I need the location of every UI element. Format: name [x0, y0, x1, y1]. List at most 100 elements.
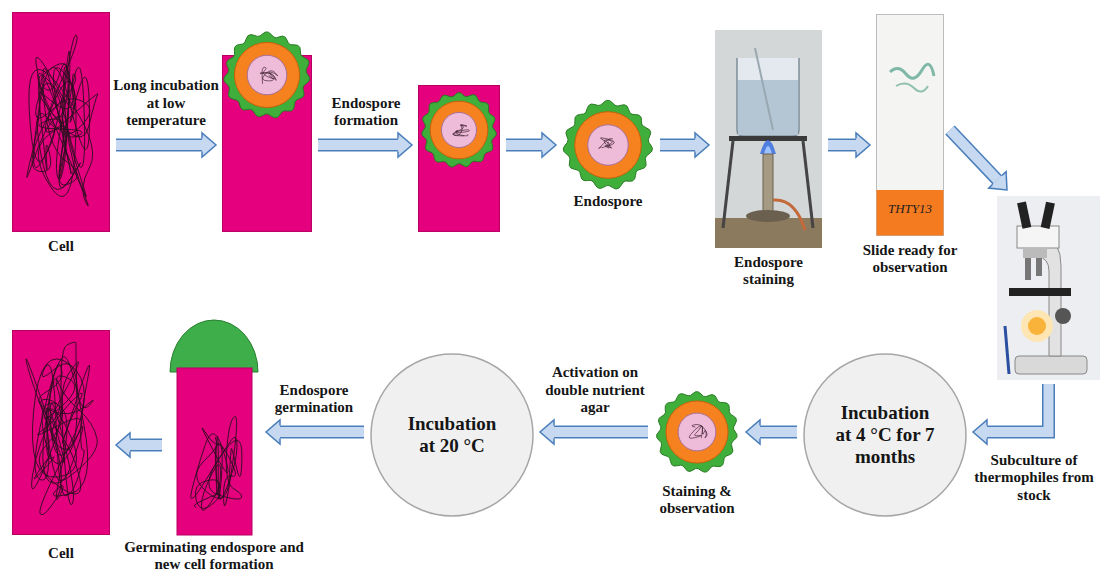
arrow-shaft-outline [506, 139, 542, 152]
spore-coat [657, 392, 737, 472]
arrow-shaft [130, 440, 162, 450]
lamp [1028, 317, 1046, 335]
arrow-head-outline [266, 420, 280, 444]
arrow-head [202, 133, 216, 157]
arrow-head [542, 133, 556, 157]
objective [1025, 258, 1031, 280]
arrow-shaft-outline [828, 139, 856, 152]
scope-base [1015, 356, 1087, 374]
scope-head [1017, 226, 1059, 248]
objective [1036, 258, 1042, 276]
node-caption: Cell [21, 545, 101, 562]
arrow-shaft-outline [116, 139, 202, 152]
node-drawing [168, 310, 260, 535]
dna-squiggle [260, 67, 278, 84]
arrow-head-outline [746, 420, 760, 444]
node-drawing [997, 196, 1100, 380]
arrow-shaft [280, 427, 364, 437]
node-caption: Staining & observation [637, 483, 757, 518]
arrow-shaft [116, 140, 202, 150]
node-drawing [715, 30, 822, 248]
endospore: Staining & observation [654, 389, 740, 475]
node-text: Incubation at 20 °C [399, 413, 505, 457]
nosepiece [1023, 248, 1047, 258]
dna-squiggle [689, 424, 707, 438]
node-drawing [12, 12, 110, 232]
spore-cortex [234, 42, 299, 107]
block-arrow [266, 420, 364, 444]
arrow-shaft-outline [130, 439, 162, 452]
arrow-head-outline [695, 133, 709, 157]
stage [1009, 288, 1071, 296]
photo-bg [997, 196, 1100, 380]
incubation-circle: Incubation at 20 °C [370, 353, 534, 517]
arrow-shaft-outline [950, 130, 997, 180]
block-arrow [828, 133, 870, 157]
node-drawing [654, 389, 740, 475]
node-drawing [418, 85, 500, 232]
slide-photo: THTY13Slide ready for observation [876, 14, 944, 236]
dna-squiggle [27, 35, 98, 206]
arrow-head [398, 133, 412, 157]
arrow-shaft [987, 384, 1049, 432]
arrow-shaft-outline [318, 139, 398, 152]
lamp-glow [1021, 310, 1053, 342]
arrow-shaft [760, 427, 797, 437]
cell-body [13, 331, 110, 535]
block-arrow [660, 133, 709, 157]
arrow-head [116, 433, 130, 457]
burner-tube [763, 154, 773, 214]
microscope-photo [997, 196, 1100, 380]
block-arrow [746, 420, 797, 444]
node-caption: Endospore [553, 193, 663, 210]
germ-dome [170, 320, 258, 372]
dna-squiggle [599, 138, 615, 149]
cell-body [13, 13, 110, 232]
node-caption: Endospore staining [714, 254, 824, 289]
arrow-head [989, 172, 1007, 190]
arrow-head-outline [542, 133, 556, 157]
arrow-head-outline [398, 133, 412, 157]
spore-cortex [575, 112, 642, 179]
smear [890, 64, 934, 78]
sporulating-cell [222, 55, 312, 232]
pen [1005, 326, 1009, 374]
endospore: Endospore [562, 99, 654, 191]
spore-coat [224, 32, 310, 118]
burner-base [746, 210, 790, 222]
arrow-shaft [554, 427, 648, 437]
block-arrow [116, 133, 216, 157]
arrow-shaft [950, 130, 997, 180]
node-caption: Cell [21, 238, 101, 255]
glass-rod [755, 48, 773, 130]
block-arrow [116, 433, 162, 457]
smear [896, 83, 928, 91]
arrow-head [695, 133, 709, 157]
photo-table [715, 218, 822, 248]
gas-hose [773, 200, 805, 230]
spore-cortex [666, 401, 728, 463]
arrow-head-outline [116, 433, 130, 457]
photo-bg [715, 30, 822, 248]
spore-coat [563, 100, 652, 189]
arrow-head-outline [540, 420, 554, 444]
germinating-cell: Germinating endospore and new cell forma… [168, 310, 260, 535]
cell-body [419, 86, 500, 232]
arrow-head-outline [989, 172, 1007, 190]
focus-knob [1055, 308, 1071, 324]
block-arrow [506, 133, 556, 157]
arrow-shaft-outline [554, 426, 648, 439]
node-text: Incubation at 4 °C for 7 months [832, 402, 938, 468]
slide-label [877, 190, 944, 236]
circle-outline [371, 354, 533, 516]
staining-photo: Endospore staining [715, 30, 822, 248]
glass-slide [877, 15, 944, 236]
block-arrow [950, 130, 1007, 190]
dna-squiggle [453, 125, 470, 136]
tripod-leg [803, 141, 813, 228]
arrow-head [973, 420, 987, 444]
flame [760, 140, 776, 154]
circle-outline [804, 354, 966, 516]
arrow-shaft [660, 140, 695, 150]
arrow-shaft [828, 140, 856, 150]
